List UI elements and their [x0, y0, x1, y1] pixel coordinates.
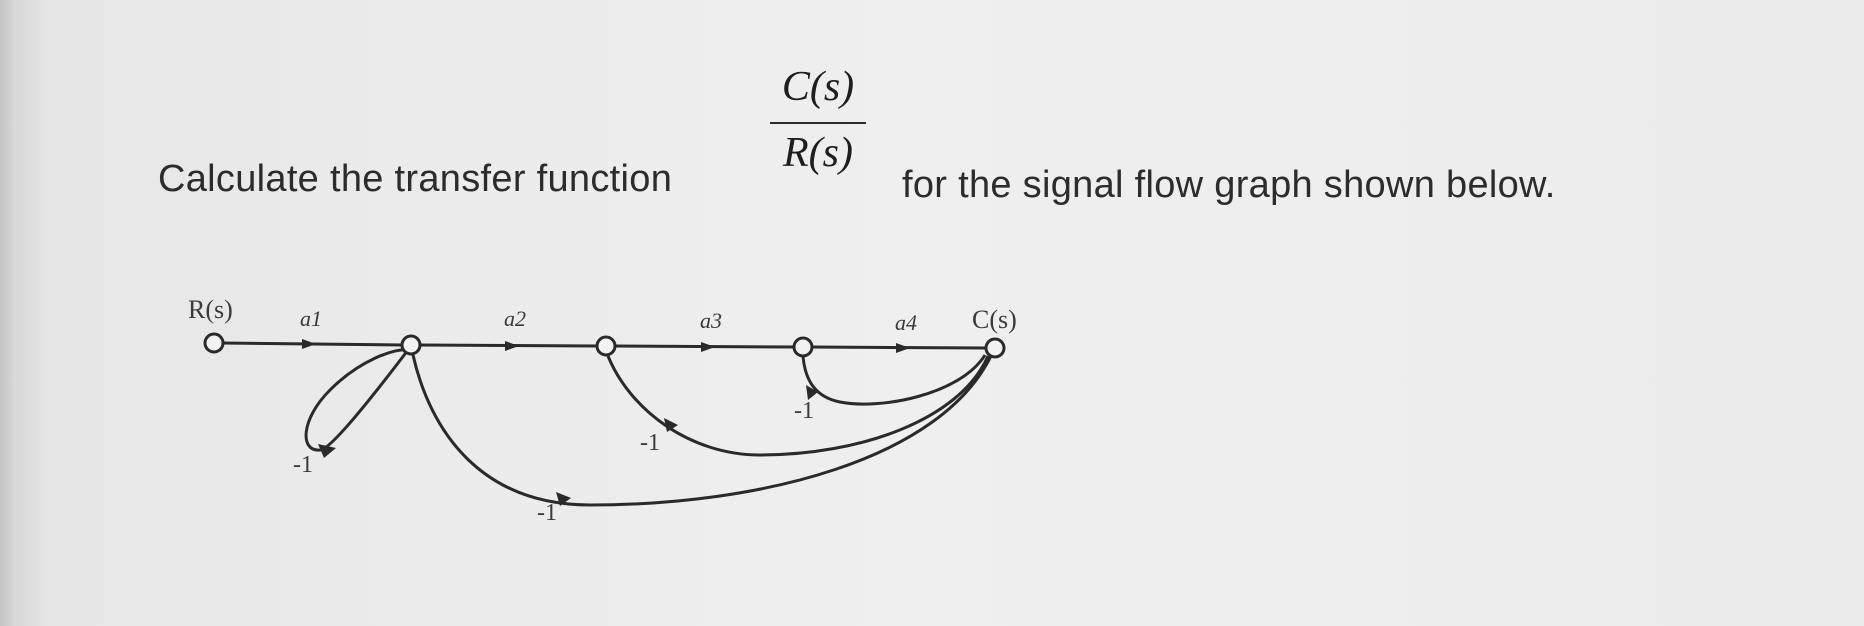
fraction-denominator: R(s)	[783, 130, 853, 176]
gain-label-a4: a4	[895, 310, 917, 335]
node-input	[203, 332, 225, 354]
node-3	[792, 336, 814, 358]
node-2	[595, 335, 617, 357]
gain-label-a2: a2	[504, 306, 526, 331]
arrow-a2	[505, 341, 519, 351]
question-text-after: for the signal flow graph shown below.	[902, 164, 1556, 206]
feedback-branch-node4-node1	[411, 354, 993, 507]
question-text-before: Calculate the transfer function	[158, 158, 673, 200]
arrow-a4	[896, 343, 910, 353]
node-1	[400, 334, 422, 356]
feedback-branch-node4-node2	[606, 355, 990, 457]
gain-label-a3: a3	[700, 308, 722, 333]
fraction-numerator: C(s)	[781, 64, 855, 110]
fraction-bar	[770, 122, 866, 124]
arrow-a1	[302, 339, 316, 349]
feedback-arrow-node4-node3	[806, 385, 818, 400]
input-label: R(s)	[188, 295, 233, 324]
gain-label-node4-node1: -1	[537, 500, 557, 526]
feedback-arrow-node4-node1	[556, 492, 571, 506]
gain-label-a1: a1	[300, 306, 322, 331]
self-loop-arrow	[318, 444, 336, 458]
feedback-branch-node4-node3	[801, 354, 987, 406]
gain-label-node4-node2: -1	[640, 430, 660, 456]
output-label: C(s)	[972, 305, 1017, 334]
transfer-function-fraction: C(s) R(s)	[768, 58, 868, 178]
feedback-arrow-node4-node2	[664, 418, 678, 432]
arrow-a3	[701, 342, 715, 352]
self-loop-branch	[304, 348, 410, 452]
node-output	[984, 337, 1006, 359]
gain-label-node4-node3: -1	[794, 398, 814, 424]
gain-label-self-loop: -1	[293, 452, 313, 478]
